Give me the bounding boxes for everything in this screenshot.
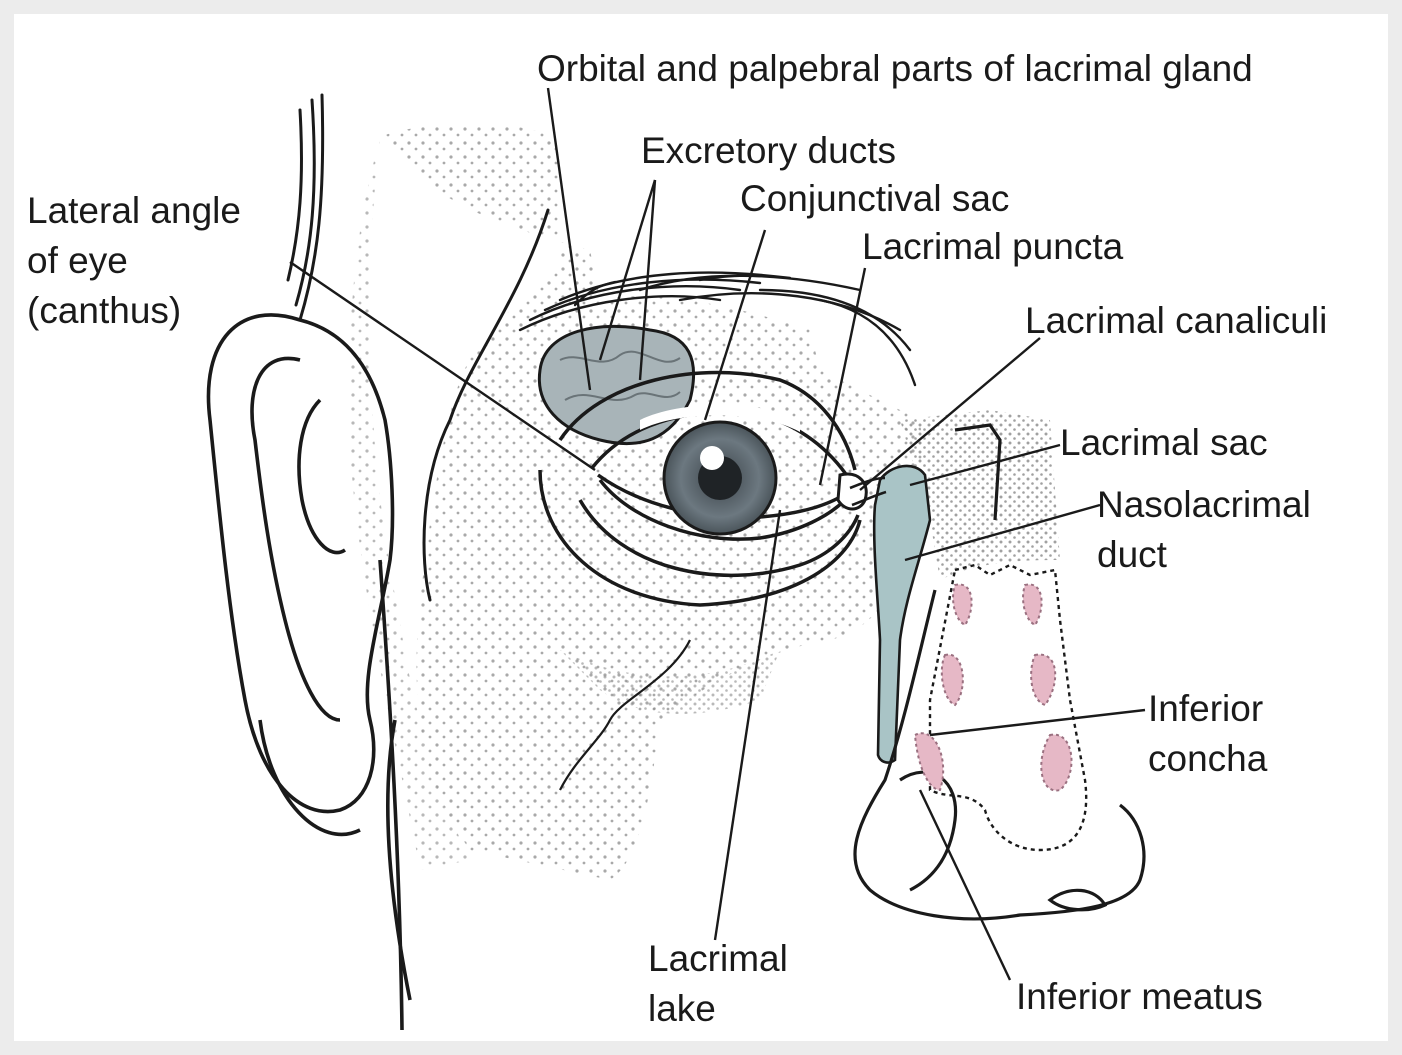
hair-line-3: [288, 110, 302, 280]
label-lacrimal-lake: Lacrimal lake: [648, 934, 788, 1034]
label-lacrimal-canaliculi: Lacrimal canaliculi: [1025, 296, 1327, 346]
label-lacrimal-lake-line-2: lake: [648, 984, 788, 1034]
label-lacrimal-lake-line-1: Lacrimal: [648, 934, 788, 984]
label-nasolacrimal-line-1: Nasolacrimal: [1097, 480, 1311, 530]
label-lateral-angle-line-1: Lateral angle: [27, 186, 241, 236]
ear-helix: [299, 400, 345, 553]
label-inferior-meatus: Inferior meatus: [1016, 972, 1263, 1022]
inferior-concha-shape: [915, 733, 943, 790]
label-lateral-angle-line-3: (canthus): [27, 286, 241, 336]
middle-concha-2: [1031, 655, 1055, 705]
hair-line-1: [300, 95, 323, 320]
superior-concha-1: [953, 584, 972, 625]
label-conjunctival-sac: Conjunctival sac: [740, 174, 1009, 224]
middle-concha-1: [942, 655, 963, 705]
superior-concha-2: [1023, 584, 1042, 625]
label-nasolacrimal-duct: Nasolacrimal duct: [1097, 480, 1311, 580]
ala: [900, 772, 956, 890]
label-orbital-palpebral: Orbital and palpebral parts of lacrimal …: [537, 44, 1253, 94]
label-lateral-angle-line-2: of eye: [27, 236, 241, 286]
label-inferior-concha-line-2: concha: [1148, 734, 1267, 784]
ear-inner: [252, 358, 340, 720]
label-nasolacrimal-line-2: duct: [1097, 530, 1311, 580]
pupil-highlight: [700, 446, 724, 470]
label-lateral-angle: Lateral angle of eye (canthus): [27, 186, 241, 336]
ear-lobe: [260, 720, 360, 834]
label-inferior-concha: Inferior concha: [1148, 684, 1267, 784]
inferior-concha-shape-2: [1041, 735, 1071, 791]
label-lacrimal-sac: Lacrimal sac: [1060, 418, 1268, 468]
label-excretory-ducts: Excretory ducts: [641, 126, 896, 176]
label-inferior-concha-line-1: Inferior: [1148, 684, 1267, 734]
nostril: [1050, 890, 1105, 909]
label-lacrimal-puncta: Lacrimal puncta: [862, 222, 1123, 272]
